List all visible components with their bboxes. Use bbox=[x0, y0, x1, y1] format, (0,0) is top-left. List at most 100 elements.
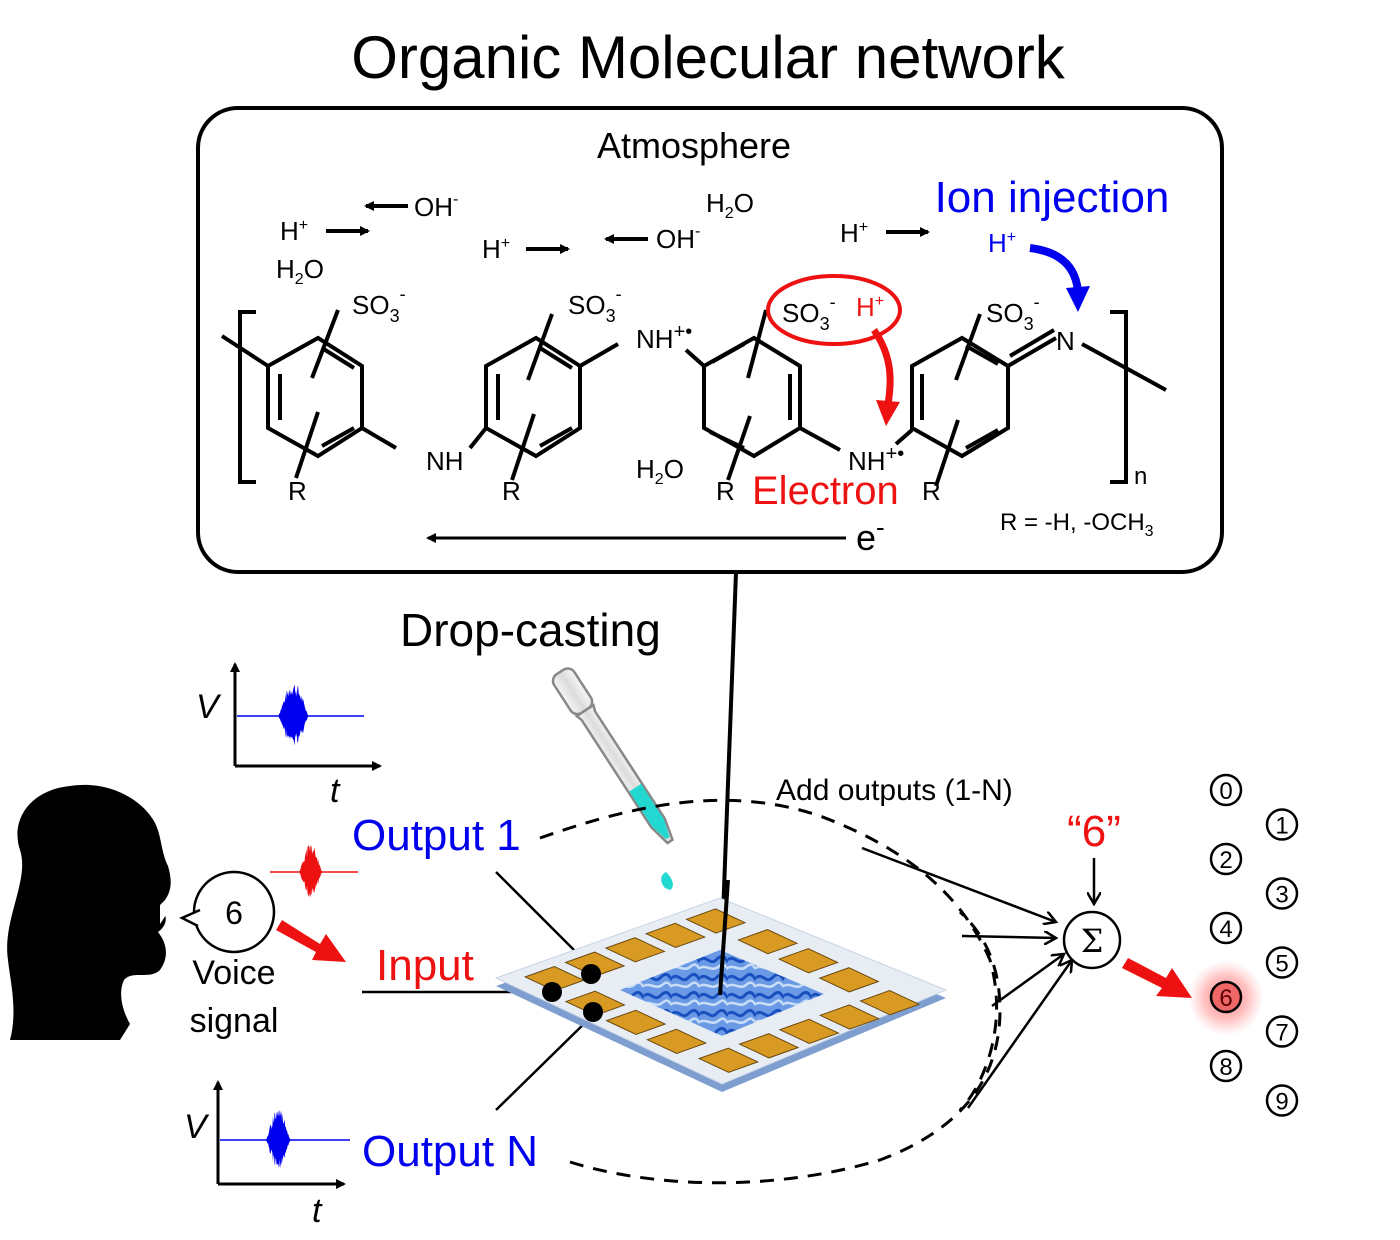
svg-text:NH+•: NH+• bbox=[636, 321, 692, 354]
output-n-lead-line bbox=[495, 1015, 593, 1111]
svg-text:1: 1 bbox=[1275, 813, 1288, 840]
digit-class-0: 0 bbox=[1209, 773, 1243, 807]
electrode-pad bbox=[737, 929, 799, 955]
output-1-contact bbox=[581, 964, 601, 984]
digit-class-4: 4 bbox=[1209, 911, 1243, 945]
output-n-contact bbox=[583, 1002, 603, 1022]
digit-classes: 0 1 2 3 4 5 6 7 8 9 bbox=[1209, 773, 1299, 1117]
ion-injection-label: Ion injection bbox=[935, 173, 1170, 222]
molecule-panel-frame bbox=[196, 106, 1224, 574]
voice-waveform bbox=[270, 845, 358, 898]
svg-text:H+: H+ bbox=[856, 292, 884, 322]
digit-class-6: 6 bbox=[1209, 980, 1243, 1014]
svg-text:R: R bbox=[716, 476, 735, 506]
digit-class-8: 8 bbox=[1209, 1049, 1243, 1083]
svg-text:9: 9 bbox=[1275, 1089, 1288, 1116]
svg-text:H+: H+ bbox=[482, 234, 510, 264]
svg-text:R: R bbox=[922, 476, 941, 506]
svg-text:V: V bbox=[196, 688, 222, 726]
svg-text:SO3-: SO3- bbox=[568, 284, 622, 326]
electrode-pad bbox=[778, 1018, 840, 1045]
electrode-pad bbox=[738, 1033, 800, 1059]
svg-text:6: 6 bbox=[225, 895, 243, 931]
pipette-icon bbox=[551, 667, 675, 845]
speaker-head-icon bbox=[7, 784, 171, 1040]
e-minus-label: e- bbox=[856, 512, 885, 558]
digit-class-5: 5 bbox=[1265, 946, 1299, 979]
svg-text:0: 0 bbox=[1219, 778, 1232, 805]
classification-arrow bbox=[1122, 958, 1192, 998]
electron-label: Electron bbox=[752, 469, 899, 513]
svg-text:SO3-: SO3- bbox=[782, 292, 836, 334]
voice-label-line1: Voice bbox=[192, 954, 275, 992]
svg-text:H2O: H2O bbox=[276, 254, 324, 288]
droplet-icon bbox=[661, 872, 673, 890]
svg-text:6: 6 bbox=[1219, 985, 1232, 1012]
svg-text:H2O: H2O bbox=[636, 454, 684, 488]
electrode-pad bbox=[777, 948, 839, 974]
electrode-pad bbox=[644, 922, 706, 949]
electrode-pad bbox=[818, 1004, 881, 1030]
digit-class-3: 3 bbox=[1265, 877, 1299, 910]
electrode-pad bbox=[604, 937, 666, 963]
svg-text:n: n bbox=[1134, 463, 1147, 490]
structure-labels: SO3- SO3- SO3- H+ SO3- N NH+• NH NH+• R … bbox=[288, 284, 1154, 540]
svg-text:H2O: H2O bbox=[706, 188, 754, 222]
digit-class-1: 1 bbox=[1265, 808, 1299, 841]
svg-text:OH-: OH- bbox=[414, 191, 458, 222]
digit-class-9: 9 bbox=[1265, 1084, 1299, 1117]
svg-text:8: 8 bbox=[1219, 1054, 1232, 1081]
polymer-structure bbox=[220, 309, 1167, 487]
output-1-label: Output 1 bbox=[352, 811, 521, 860]
input-waveform-chart: V t bbox=[196, 662, 382, 810]
svg-text:Σ: Σ bbox=[1081, 922, 1104, 960]
svg-text:NH: NH bbox=[426, 446, 464, 476]
svg-text:SO3-: SO3- bbox=[986, 292, 1040, 334]
electrode-pad bbox=[697, 1047, 760, 1073]
svg-text:SO3-: SO3- bbox=[352, 284, 406, 326]
output-n-label: Output N bbox=[362, 1127, 538, 1176]
sum-input-arrows bbox=[861, 846, 1094, 1109]
svg-text:5: 5 bbox=[1275, 951, 1288, 978]
digit-class-7: 7 bbox=[1265, 1015, 1299, 1048]
atmosphere-species: H+ OH- H2O H+ OH- H2O H+ H+ H2O bbox=[276, 188, 1090, 488]
svg-text:H+: H+ bbox=[280, 216, 308, 246]
electrode-pad bbox=[859, 989, 921, 1016]
svg-text:t: t bbox=[312, 1192, 323, 1230]
output-waveform-chart: V t bbox=[184, 1080, 350, 1230]
svg-text:R = -H, -OCH3: R = -H, -OCH3 bbox=[1000, 509, 1154, 540]
sum-node: Σ bbox=[1062, 910, 1122, 970]
svg-text:N: N bbox=[1056, 326, 1075, 356]
svg-text:4: 4 bbox=[1219, 916, 1232, 943]
speech-bubble: 6 bbox=[179, 870, 276, 954]
svg-text:t: t bbox=[330, 772, 341, 810]
page-title: Organic Molecular network bbox=[351, 24, 1066, 91]
proton-transfer-arrow bbox=[871, 328, 894, 405]
svg-text:3: 3 bbox=[1275, 882, 1288, 909]
add-outputs-label: Add outputs (1-N) bbox=[776, 774, 1013, 807]
svg-text:R: R bbox=[502, 476, 521, 506]
target-label: “6” bbox=[1067, 807, 1121, 856]
input-contact bbox=[542, 982, 562, 1002]
proton-highlight-ellipse bbox=[766, 274, 902, 346]
electrode-pad bbox=[605, 1009, 667, 1035]
drop-casting-label: Drop-casting bbox=[400, 604, 661, 656]
svg-text:NH+•: NH+• bbox=[848, 443, 904, 476]
ion-injection-arrow bbox=[1029, 244, 1082, 293]
svg-text:V: V bbox=[184, 1108, 210, 1146]
svg-text:7: 7 bbox=[1275, 1020, 1288, 1047]
atmosphere-heading: Atmosphere bbox=[597, 125, 791, 166]
voice-label-line2: signal bbox=[190, 1002, 279, 1040]
input-arrow bbox=[276, 920, 346, 962]
electrode-pad bbox=[685, 908, 747, 934]
svg-text:H+: H+ bbox=[988, 228, 1016, 258]
svg-text:OH-: OH- bbox=[656, 223, 700, 254]
svg-text:R: R bbox=[288, 476, 307, 506]
svg-text:H+: H+ bbox=[840, 218, 868, 248]
electrode-pad bbox=[646, 1028, 708, 1055]
svg-text:2: 2 bbox=[1219, 847, 1232, 874]
electrode-pad bbox=[818, 967, 880, 993]
input-label: Input bbox=[376, 941, 474, 990]
digit-class-2: 2 bbox=[1209, 842, 1243, 876]
